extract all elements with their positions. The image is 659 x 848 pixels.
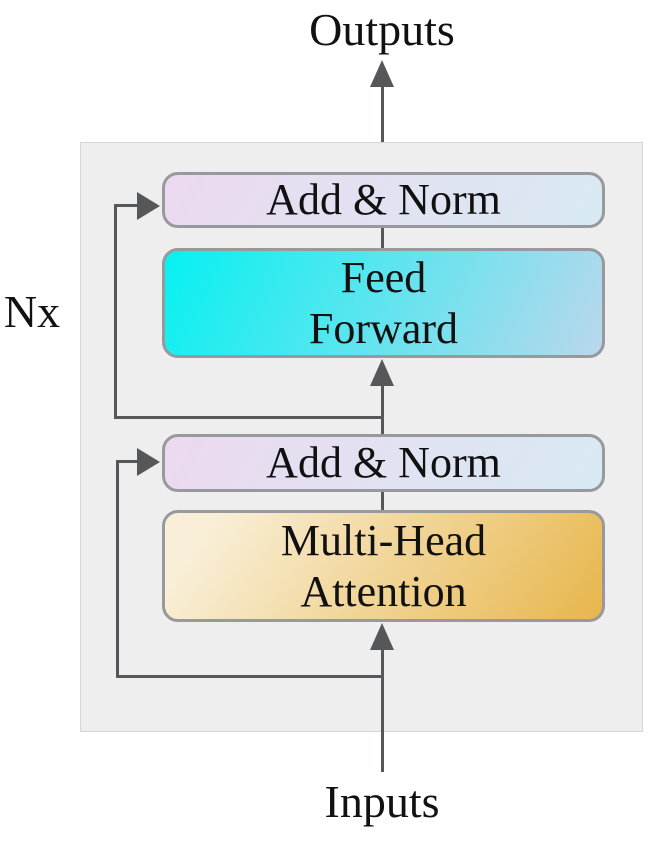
arrow-right-into-addnorm-top-icon	[137, 192, 160, 220]
residual-upper-horizontal-branch	[114, 416, 384, 419]
flow-line-ff-to-addnorm-top	[381, 226, 384, 250]
flow-line-attention-to-addnorm-bottom	[381, 490, 384, 512]
flow-line-to-outputs	[381, 86, 384, 174]
multi-head-attention-block: Multi-Head Attention	[162, 510, 605, 622]
residual-lower-vertical	[116, 460, 119, 678]
arrow-up-into-attention-icon	[370, 623, 394, 650]
flow-line-from-inputs	[381, 650, 384, 772]
inputs-label: Inputs	[324, 776, 440, 827]
residual-lower-horizontal-branch	[116, 675, 384, 678]
arrow-right-into-addnorm-bottom-icon	[137, 448, 160, 476]
residual-lower-horizontal-into-addnorm	[116, 460, 140, 463]
nx-repeat-label: Nx	[3, 286, 61, 337]
arrow-up-into-feed-forward-icon	[370, 359, 394, 386]
add-norm-bottom-block: Add & Norm	[162, 434, 605, 492]
outputs-label: Outputs	[309, 4, 455, 55]
residual-upper-vertical	[114, 204, 117, 419]
add-norm-top-block: Add & Norm	[162, 172, 605, 228]
flow-line-addnorm-bottom-to-ff	[381, 386, 384, 436]
arrow-up-outputs-icon	[370, 60, 394, 87]
feed-forward-block: Feed Forward	[162, 248, 605, 358]
residual-upper-horizontal-into-addnorm	[114, 204, 140, 207]
